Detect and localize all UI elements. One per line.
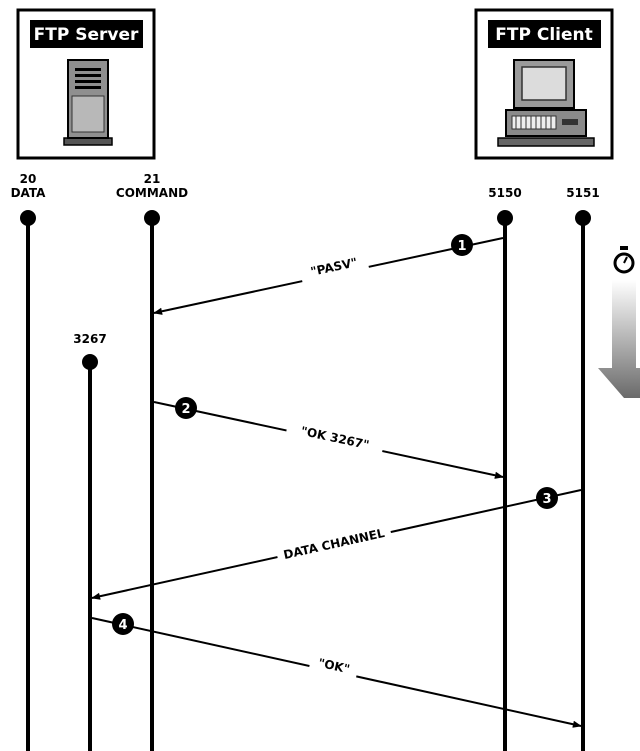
ftp-client-title: FTP Client: [495, 25, 592, 45]
message-ok: "OK" 4: [91, 613, 582, 728]
port-5151-endpoint: [575, 210, 591, 226]
step-4-number: 4: [118, 618, 127, 633]
port-21-name: COMMAND: [116, 186, 188, 200]
step-3-badge: [536, 487, 558, 509]
timeline-port-5151: [575, 210, 591, 751]
ftp-server-title: FTP Server: [34, 25, 139, 45]
ftp-server-title-bar: [30, 20, 143, 48]
timeline-port-3267: [82, 354, 98, 751]
message-ok-3267: "OK 3267" 2: [153, 397, 504, 479]
ftp-client-title-bar: [488, 20, 601, 48]
port-3267-endpoint: [82, 354, 98, 370]
step-3-number: 3: [542, 492, 551, 507]
time-indicator: [598, 246, 640, 398]
message-pasv: "PASV" 1: [153, 234, 504, 315]
ok-label: "OK": [317, 656, 351, 677]
step-4-badge: [112, 613, 134, 635]
ftp-client-box: FTP Client: [474, 8, 614, 160]
message-data-channel: DATA CHANNEL 3: [91, 487, 582, 600]
port-5151-number: 5151: [566, 186, 599, 200]
port-21-number: 21: [144, 172, 161, 186]
step-2-number: 2: [181, 402, 190, 417]
timeline-port-21: [144, 210, 160, 751]
timeline-port-5150: [497, 210, 513, 751]
port-20-number: 20: [20, 172, 37, 186]
ftp-server-box: FTP Server: [16, 8, 156, 160]
step-1-badge: [451, 234, 473, 256]
time-arrow: [598, 280, 640, 398]
port-5150-number: 5150: [488, 186, 521, 200]
port-21-endpoint: [144, 210, 160, 226]
step-1-number: 1: [457, 239, 466, 254]
port-20-endpoint: [20, 210, 36, 226]
port-3267-number: 3267: [73, 332, 106, 346]
port-20-name: DATA: [11, 186, 47, 200]
timeline-port-20: [20, 210, 36, 751]
server-tower-icon: [63, 59, 113, 146]
stopwatch-icon: [613, 246, 635, 274]
step-2-badge: [175, 397, 197, 419]
desktop-computer-icon: [497, 59, 595, 147]
port-5150-endpoint: [497, 210, 513, 226]
